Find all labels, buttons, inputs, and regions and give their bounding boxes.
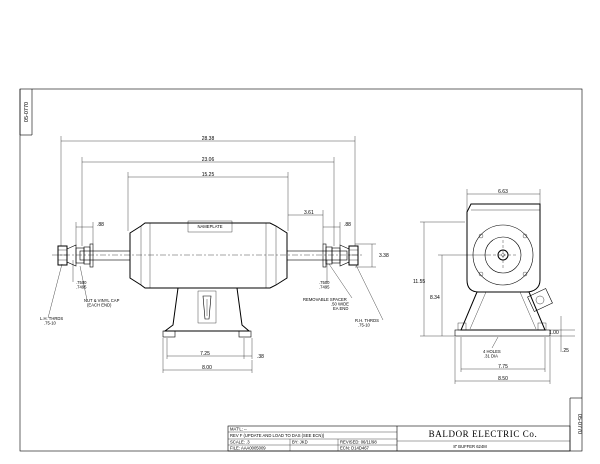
callout-nut-cap-line1: NUT & VINYL CAP xyxy=(84,298,120,303)
part-description: 8" BUFFER 624M xyxy=(453,444,487,449)
dim-end-height-center: 8.34 xyxy=(430,295,440,301)
sheet-id-right: 05-0770 xyxy=(576,414,582,434)
dim-base-overall: 8.00 xyxy=(202,365,212,371)
title-revised: REVISED: 06/11/98 xyxy=(340,440,377,445)
callout-lh-threads-line2: .75-10 xyxy=(44,321,57,326)
right-nut xyxy=(348,245,359,266)
callout-rh-threads-line1: R.H. THRDS xyxy=(355,318,379,323)
dim-right-spacer: .88 xyxy=(344,222,351,228)
title-by: BY: JKD xyxy=(292,440,308,445)
callout-removable-spacer-line1: REMOVABLE SPACER xyxy=(303,297,347,302)
front-view: NAMEPLATE xyxy=(52,220,362,338)
callout-lh-threads: L.H. THRDS .75-10 xyxy=(40,316,64,326)
dim-base-offset: .38 xyxy=(257,354,264,360)
dim-height: 3.38 xyxy=(379,253,389,259)
callout-lh-threads-line1: L.H. THRDS xyxy=(40,316,63,321)
nameplate xyxy=(187,220,233,233)
title-scale: SCALE: .3 xyxy=(230,440,250,445)
sheet-border xyxy=(19,88,583,452)
callout-removable-spacer-line2: .50 WIDE xyxy=(331,302,349,307)
dim-base-width: 7.25 xyxy=(200,351,210,357)
title-mat-label: MAT'L: xyxy=(230,427,243,432)
dim-shaft-dia-left-line2: .7495 xyxy=(76,285,87,290)
sheet-id-right-box: 05-0770 xyxy=(569,397,582,451)
callout-holes: 4 HOLES .31 DIA xyxy=(483,349,502,359)
callout-nut-cap-line2: (EACH END) xyxy=(87,303,112,308)
right-wheel-assembly xyxy=(322,243,359,268)
dim-body: 15.25 xyxy=(202,172,215,178)
dim-shaft-dia-right: .7500 .7495 xyxy=(319,280,331,290)
dim-end-foot: 1.00 xyxy=(549,330,559,336)
company-name: BALDOR ELECTRIC Co. xyxy=(429,429,538,439)
dim-shaft-dia-left-line1: .7500 xyxy=(76,280,87,285)
title-mat-value: -- xyxy=(244,427,247,432)
nameplate-label: NAMEPLATE xyxy=(197,224,222,229)
title-ecn: ECN: D14D467 xyxy=(340,446,370,451)
title-file: FILE: AAA0005009 xyxy=(230,446,266,451)
title-rev: REV F (UPDATE AND LOAD TO DAS (SEE ECN)) xyxy=(230,433,325,438)
sheet-id-left: 05-0770 xyxy=(24,102,30,122)
end-base xyxy=(460,291,546,331)
end-view xyxy=(454,203,553,337)
dim-end-top-width: 6.63 xyxy=(498,189,508,195)
front-dimensions: 28.38 23.06 15.25 .88 3.61 .88 3.38 .750… xyxy=(60,136,389,373)
motor-body xyxy=(129,222,288,289)
end-dimensions: 6.63 11.55 8.34 1.00 .25 7.75 8.50 4 HOL… xyxy=(413,189,575,384)
dim-shaft-dia-left: .7500 .7495 xyxy=(76,280,88,290)
callout-holes-line1: 4 HOLES xyxy=(483,349,501,354)
motor-end-housing xyxy=(466,203,541,293)
callout-nut-cap: NUT & VINYL CAP (EACH END) xyxy=(84,298,120,308)
dim-end-base-outer: 8.50 xyxy=(498,376,508,382)
dim-end-base-inner: 7.75 xyxy=(498,364,508,370)
dim-end-foot-small: .25 xyxy=(562,348,569,354)
callout-rh-threads: R.H. THRDS .75-10 xyxy=(355,318,380,328)
dim-right-offset: 3.61 xyxy=(304,210,314,216)
left-shaft xyxy=(79,250,131,261)
left-nut xyxy=(57,245,68,266)
front-callouts: L.H. THRDS .75-10 NUT & VINYL CAP (EACH … xyxy=(40,263,384,328)
dim-shaft-dia-right-line1: .7500 xyxy=(319,280,330,285)
sheet-id-left-box: 05-0770 xyxy=(19,89,33,136)
junction-box xyxy=(527,288,553,312)
dim-left-spacer: .88 xyxy=(97,222,104,228)
left-wheel-assembly xyxy=(57,243,94,268)
title-block: MAT'L: -- REV F (UPDATE AND LOAD TO DAS … xyxy=(227,425,571,452)
dim-motor-shaft: 23.06 xyxy=(202,157,215,163)
callout-rh-threads-line2: .75-10 xyxy=(358,323,371,328)
callout-removable-spacer: REMOVABLE SPACER .50 WIDE EA END xyxy=(303,297,350,311)
dim-overall: 28.38 xyxy=(202,136,215,142)
right-shaft xyxy=(286,250,348,261)
callout-holes-line2: .31 DIA xyxy=(484,354,498,359)
dim-shaft-dia-right-line2: .7495 xyxy=(319,285,330,290)
callout-removable-spacer-line3: EA END xyxy=(333,306,348,311)
dim-end-height-total: 11.55 xyxy=(413,279,425,285)
